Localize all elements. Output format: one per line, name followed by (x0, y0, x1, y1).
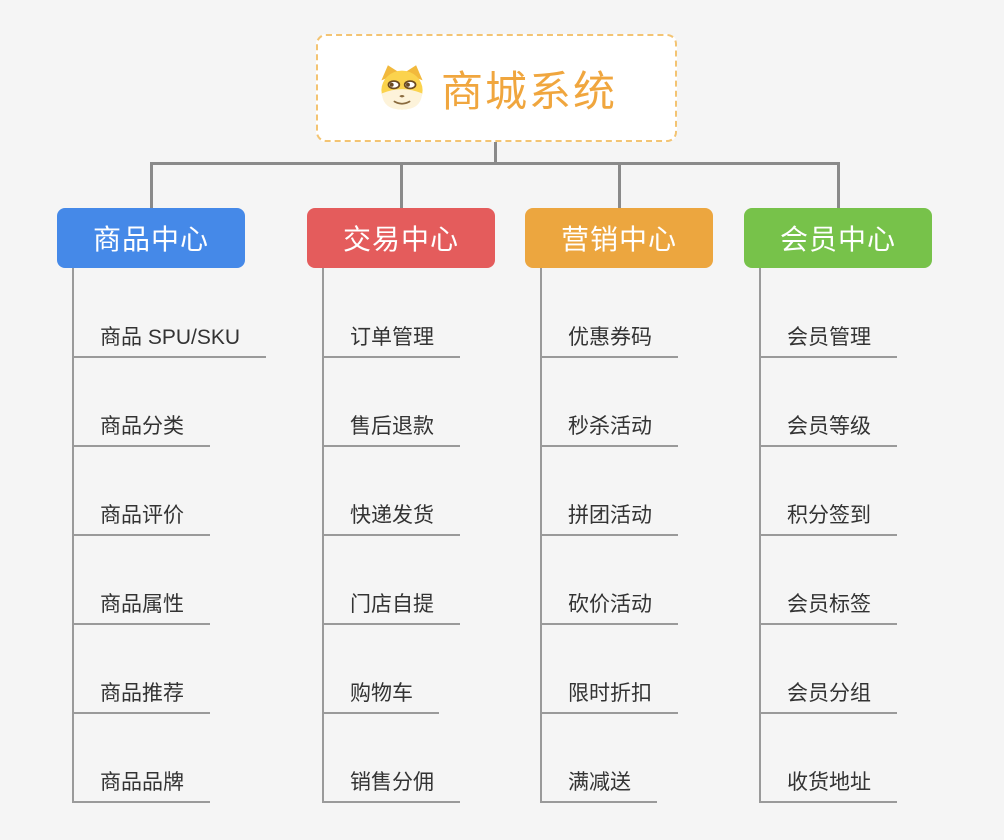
branch-member-center: 会员中心 会员管理 会员等级 积分签到 会员标签 会员分组 收货地址 (744, 208, 1004, 808)
sub-node[interactable]: 商品推荐 (72, 681, 210, 714)
branch-label: 营销中心 (560, 224, 677, 255)
branch-label: 商品中心 (92, 224, 209, 255)
sub-node[interactable]: 会员等级 (759, 414, 897, 447)
sub-node[interactable]: 会员标签 (759, 592, 897, 625)
sub-node[interactable]: 商品评价 (72, 503, 210, 536)
branch-node-product[interactable]: 商品中心 (57, 208, 245, 268)
connector-drop-product (150, 162, 153, 208)
branch-node-trade[interactable]: 交易中心 (307, 208, 495, 268)
sub-node[interactable]: 限时折扣 (540, 681, 678, 714)
sub-node[interactable]: 商品品牌 (72, 770, 210, 803)
branch-product-center: 商品中心 商品 SPU/SKU 商品分类 商品评价 商品属性 商品推荐 商品品牌 (57, 208, 317, 808)
branch-node-marketing[interactable]: 营销中心 (525, 208, 713, 268)
sub-node[interactable]: 会员分组 (759, 681, 897, 714)
sub-node[interactable]: 订单管理 (322, 325, 460, 358)
sub-node[interactable]: 秒杀活动 (540, 414, 678, 447)
sub-node[interactable]: 收货地址 (759, 770, 897, 803)
sub-node[interactable]: 商品分类 (72, 414, 210, 447)
branch-node-member[interactable]: 会员中心 (744, 208, 932, 268)
dog-face-icon (376, 64, 428, 112)
root-node[interactable]: 商城系统 (316, 34, 677, 142)
connector-drop-trade (400, 162, 403, 208)
connector-root-drop (494, 142, 497, 163)
sub-node[interactable]: 商品 SPU/SKU (72, 325, 267, 358)
sub-node[interactable]: 砍价活动 (540, 592, 678, 625)
sub-node[interactable]: 拼团活动 (540, 503, 678, 536)
sub-node[interactable]: 购物车 (322, 681, 439, 714)
sub-node[interactable]: 售后退款 (322, 414, 460, 447)
sub-node[interactable]: 满减送 (540, 770, 657, 803)
branch-label: 交易中心 (342, 224, 459, 255)
sub-node[interactable]: 优惠券码 (540, 325, 678, 358)
branch-trade-center: 交易中心 订单管理 售后退款 快递发货 门店自提 购物车 销售分佣 (307, 208, 567, 808)
connector-drop-marketing (618, 162, 621, 208)
sub-node[interactable]: 积分签到 (759, 503, 897, 536)
branch-marketing-center: 营销中心 优惠券码 秒杀活动 拼团活动 砍价活动 限时折扣 满减送 (525, 208, 785, 808)
sub-node[interactable]: 商品属性 (72, 592, 210, 625)
sub-node[interactable]: 门店自提 (322, 592, 460, 625)
sub-node[interactable]: 会员管理 (759, 325, 897, 358)
connector-drop-member (837, 162, 840, 208)
branch-label: 会员中心 (779, 224, 896, 255)
sub-node[interactable]: 快递发货 (322, 503, 460, 536)
connector-horizontal (150, 162, 840, 165)
sub-node[interactable]: 销售分佣 (322, 770, 460, 803)
root-label: 商城系统 (440, 67, 617, 115)
